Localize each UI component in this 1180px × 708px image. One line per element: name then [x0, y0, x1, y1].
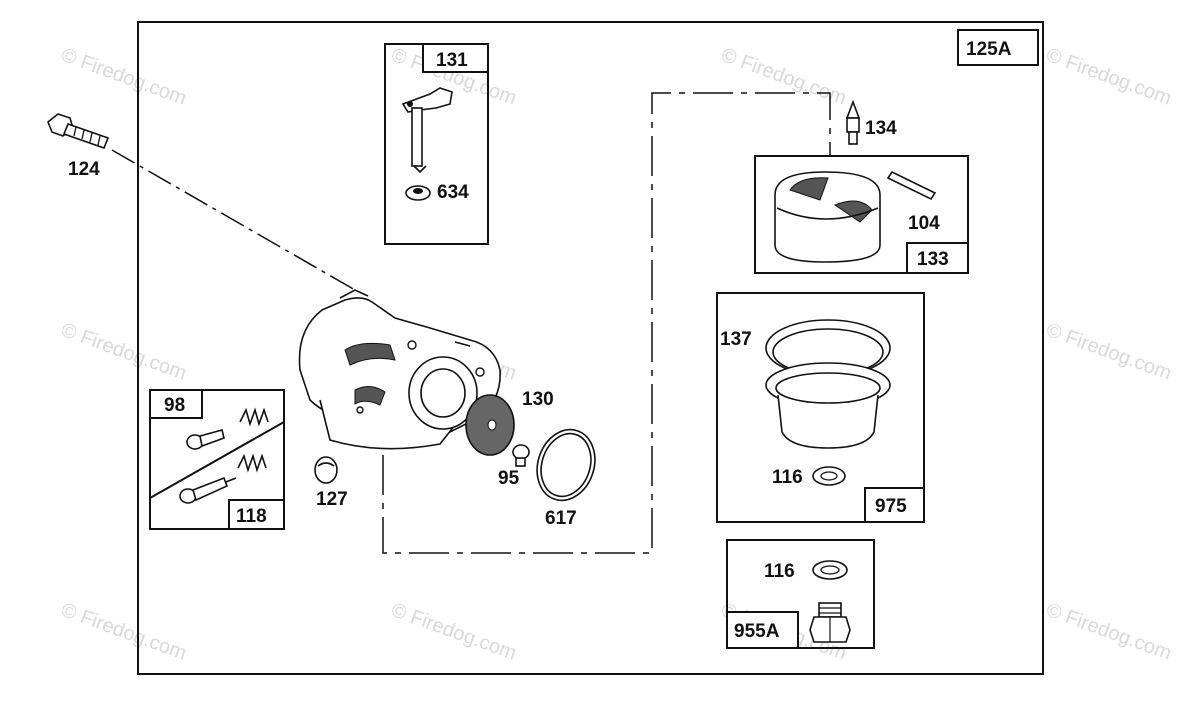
divider	[149, 421, 285, 499]
part-label-127: 127	[316, 489, 348, 510]
part-label-955a: 955A	[734, 621, 780, 642]
choke-plate-icon	[465, 394, 515, 456]
part-label-116a: 116	[772, 467, 803, 488]
screw-icon	[512, 444, 530, 467]
throttle-shaft-icon	[401, 87, 453, 174]
part-label-116b: 116	[764, 561, 795, 582]
frame-label-box	[957, 29, 1039, 66]
part-box-133-tag	[906, 242, 969, 274]
bowl-nut-icon	[809, 602, 851, 643]
idle-screw-icon	[186, 429, 225, 450]
watermark: © Firedog.com	[58, 44, 189, 110]
watermark: © Firedog.com	[1043, 599, 1174, 665]
washer-icon	[812, 466, 846, 486]
inlet-needle-icon	[845, 99, 861, 145]
welch-plug-icon	[314, 456, 338, 484]
float-bowl-icon	[765, 362, 891, 449]
part-box-131-tag	[422, 43, 489, 73]
part-box-118-tag	[228, 499, 285, 530]
bolt-icon	[47, 113, 110, 150]
seal-icon	[405, 185, 431, 201]
part-box-975-tag	[864, 487, 925, 523]
part-label-118: 118	[236, 506, 267, 527]
part-label-617: 617	[545, 508, 577, 529]
frame-label: 125A	[966, 39, 1012, 60]
part-label-95: 95	[498, 468, 520, 489]
part-box-98-tag	[149, 389, 203, 419]
part-label-975: 975	[875, 496, 907, 517]
washer-icon	[812, 560, 848, 580]
spring-icon	[239, 407, 269, 427]
part-label-634: 634	[437, 182, 469, 203]
part-label-98: 98	[164, 395, 185, 416]
part-label-134: 134	[865, 118, 897, 139]
part-label-104: 104	[908, 213, 940, 234]
part-label-137: 137	[720, 329, 752, 350]
watermark: © Firedog.com	[1043, 44, 1174, 110]
part-label-124: 124	[68, 159, 100, 180]
watermarks: © Firedog.com © Firedog.com © Firedog.co…	[58, 44, 1174, 665]
diagram-frame	[137, 21, 1044, 675]
watermark: © Firedog.com	[388, 599, 519, 665]
part-label-131: 131	[436, 50, 468, 71]
carburetor-body-icon	[298, 289, 501, 450]
hinge-pin-icon	[886, 170, 937, 201]
part-box-955a	[726, 539, 875, 649]
watermark: © Firedog.com	[58, 599, 189, 665]
watermark: © Firedog.com	[58, 319, 189, 385]
part-box-98-118	[149, 389, 285, 530]
part-box-955a-tag	[726, 611, 799, 649]
float-icon	[774, 171, 881, 263]
part-box-975	[716, 292, 925, 523]
leader-lines	[111, 92, 831, 554]
o-ring-icon	[536, 428, 596, 502]
part-label-130: 130	[522, 389, 554, 410]
spring-icon	[237, 453, 267, 473]
part-label-133: 133	[917, 249, 949, 270]
watermark: © Firedog.com	[1043, 319, 1174, 385]
mixture-screw-icon	[179, 476, 237, 504]
part-box-133	[754, 155, 969, 274]
